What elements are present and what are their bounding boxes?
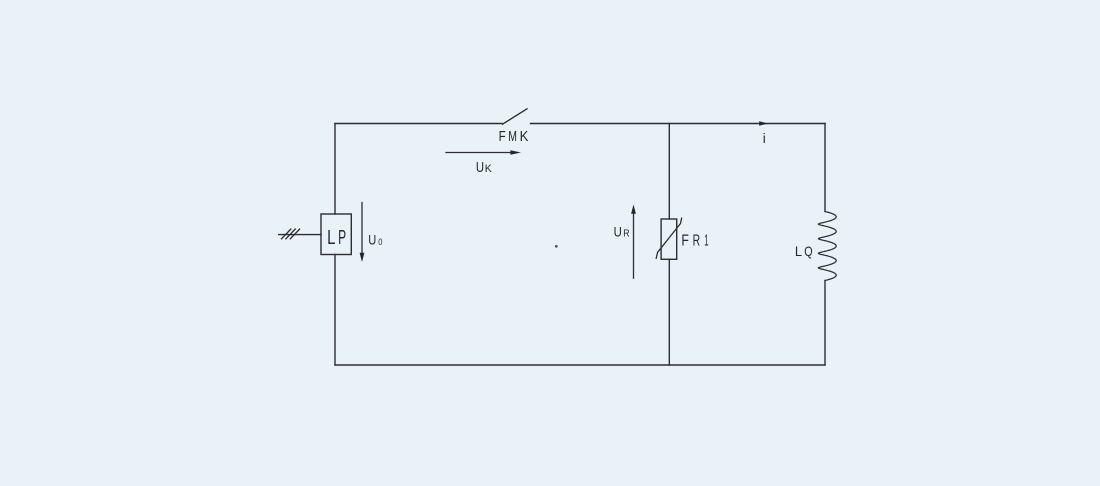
svg-text:1: 1 (704, 232, 708, 249)
svg-text:U: U (614, 224, 622, 240)
svg-text:P: P (338, 227, 346, 249)
svg-text:U: U (476, 160, 484, 176)
svg-text:R: R (693, 232, 701, 249)
svg-text:U: U (368, 231, 376, 247)
svg-text:i: i (763, 131, 766, 146)
svg-text:L: L (327, 227, 335, 249)
svg-text:L: L (795, 244, 803, 259)
svg-text:R: R (623, 228, 630, 239)
svg-text:0: 0 (378, 237, 382, 247)
svg-text:F: F (499, 129, 506, 145)
svg-text:Q: Q (804, 244, 812, 259)
svg-text:K: K (485, 163, 493, 175)
svg-text:F: F (681, 232, 689, 249)
svg-text:K: K (520, 129, 529, 145)
svg-text:M: M (508, 129, 517, 145)
